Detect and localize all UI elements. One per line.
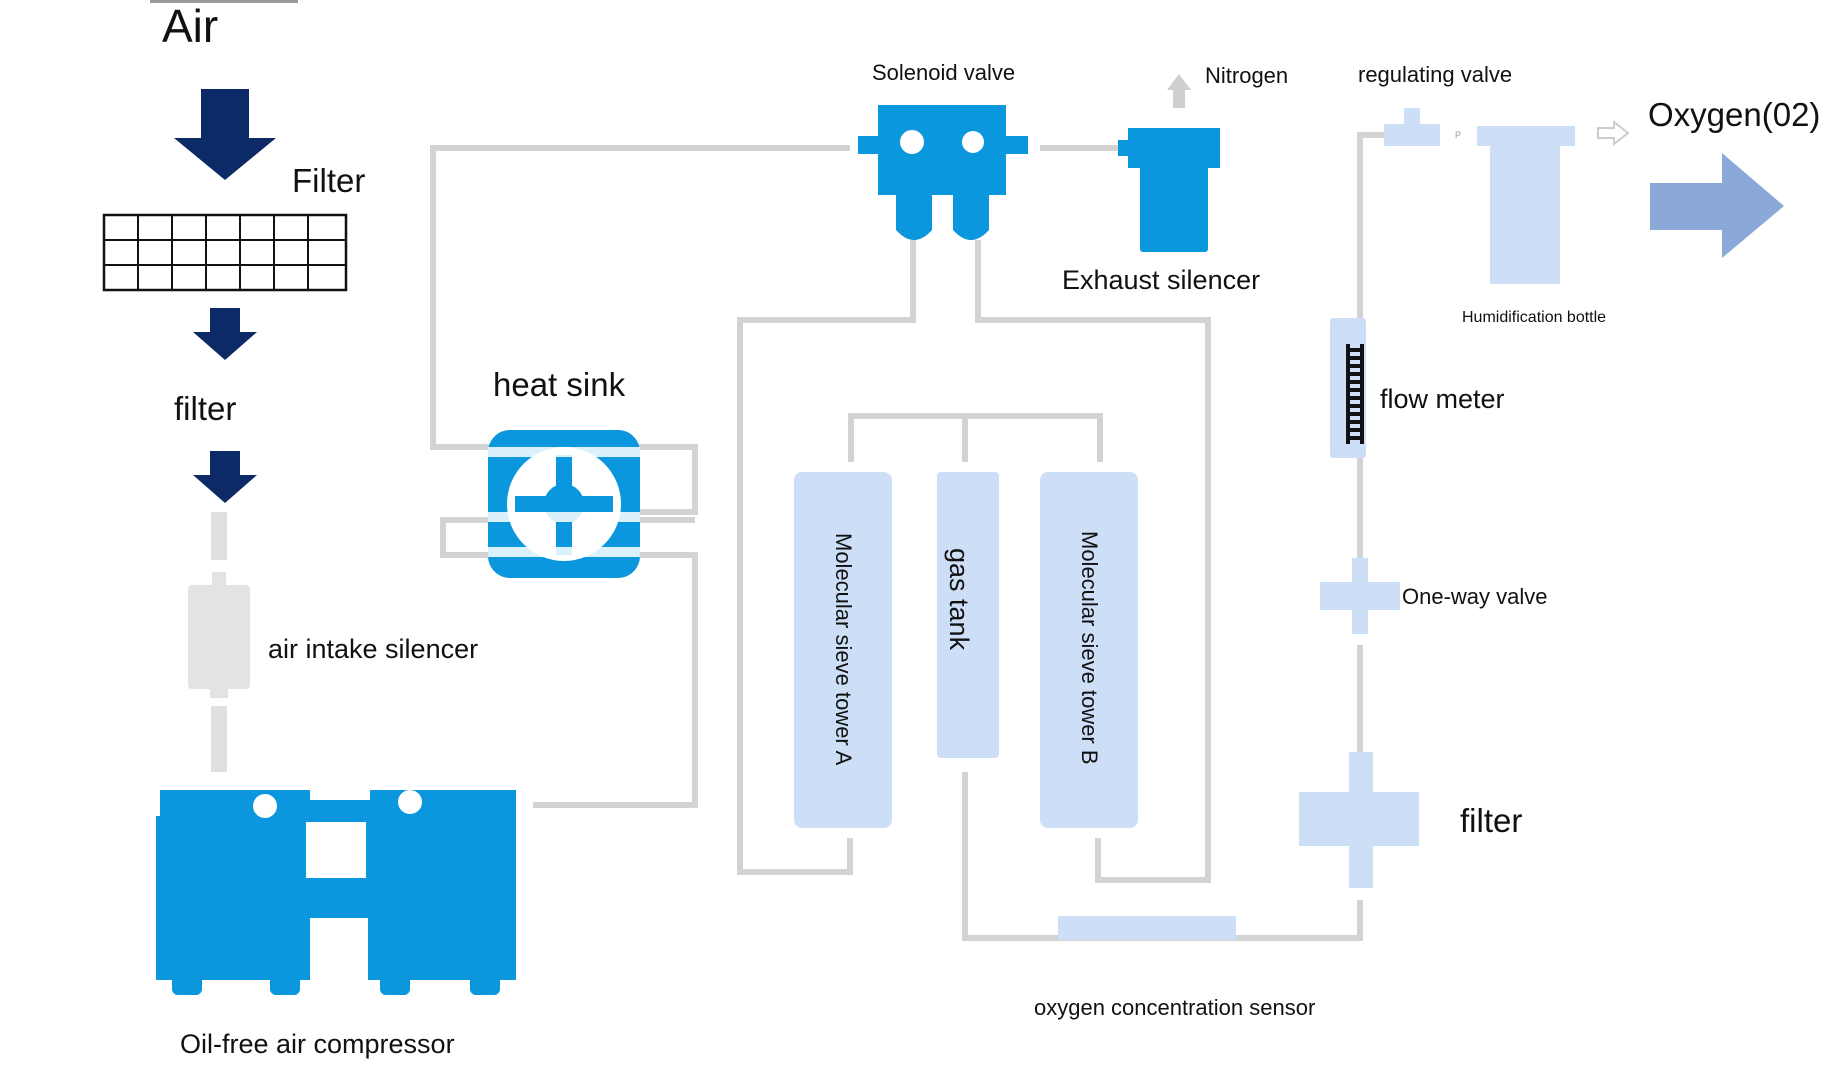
regulating-valve [1384,108,1440,146]
filter-mid-label: filter [174,390,236,427]
nitrogen-up-arrow [1167,74,1191,108]
down-arrow-medium-2 [193,451,257,503]
down-arrow-large [174,89,276,180]
flow-meter-label: flow meter [1380,384,1505,414]
nitrogen-label: Nitrogen [1205,63,1288,88]
heat-sink-label: heat sink [493,366,626,403]
right-filter-body [1299,792,1419,846]
small-outlet-arrow [1597,119,1630,147]
flow-meter [1330,318,1366,458]
top-edge-line [150,0,298,3]
heat-sink [488,430,640,578]
one-way-valve-label: One-way valve [1402,584,1548,609]
tower-a-label: Molecular sieve tower A [831,533,856,766]
regulating-valve-mark: P [1455,130,1461,140]
right-filter-label: filter [1460,802,1522,839]
solenoid-valve-label: Solenoid valve [872,60,1015,85]
filter-top-label: Filter [292,162,365,199]
oxygen-output-arrow [1650,153,1784,258]
pipes [211,132,1385,941]
regulating-valve-label: regulating valve [1358,62,1512,87]
tower-b-label: Molecular sieve tower B [1077,531,1102,765]
pipe-solenoid-to-tower-a [737,240,916,875]
air-intake-silencer-label: air intake silencer [268,634,478,664]
compressor-label: Oil-free air compressor [180,1029,455,1059]
gas-tank [937,472,999,758]
compressor [156,790,516,995]
oxygen-label: Oxygen(02) [1648,96,1820,133]
gas-tank-label: gas tank [944,548,974,651]
tower-b [1040,472,1138,828]
pipe-solenoid-to-tower-b [975,240,1211,883]
filter-grid [102,213,348,292]
exhaust-silencer [1118,128,1220,252]
pipe-tower-manifold [848,413,1103,462]
pipe-right-vertical [1357,132,1385,755]
solenoid-valve [858,105,1028,240]
one-way-valve [1320,558,1400,634]
air-label: Air [162,0,218,52]
humidification-bottle [1477,126,1575,284]
humidification-bottle-label: Humidification bottle [1462,309,1606,326]
oxygen-sensor [1058,916,1236,940]
tower-a [794,472,892,828]
air-intake-silencer [188,572,250,698]
exhaust-silencer-label: Exhaust silencer [1062,265,1260,295]
down-arrow-medium-1 [193,308,257,360]
oxygen-sensor-label: oxygen concentration sensor [1034,995,1315,1020]
